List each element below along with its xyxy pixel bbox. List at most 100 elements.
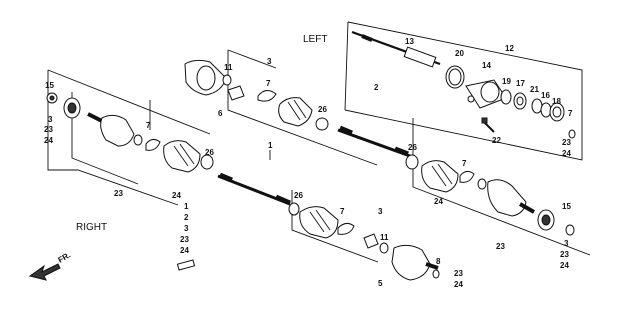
callout-12: 12: [505, 44, 514, 53]
callout-15-right: 15: [562, 202, 571, 211]
callout-25-lower: 26: [294, 191, 303, 200]
shaft-spline: [361, 34, 373, 42]
boot-left: [163, 140, 201, 173]
stack-center-23: 23: [180, 235, 189, 244]
callout-23-right-stack: 23: [560, 250, 569, 259]
front-arrow-icon: [28, 263, 61, 281]
snap-ring-20-inner: [448, 68, 462, 86]
outer-frame-left-top: [47, 69, 211, 135]
callout-7-top: 7: [568, 109, 573, 118]
boot-band-25-lower: [288, 202, 300, 216]
dust-seal-right-inner: [541, 214, 551, 226]
callout-2: 2: [374, 83, 379, 92]
seal-18-inner: [552, 106, 562, 118]
clip-7-lower: [432, 269, 440, 279]
callout-8-lower: 7: [340, 207, 345, 216]
outboard-joint-right: [487, 179, 527, 217]
bearing-17-inner: [516, 96, 524, 106]
boot-band-25-top: [315, 117, 329, 131]
right-side-label: RIGHT: [76, 222, 107, 233]
callout-3-right: 3: [564, 239, 569, 248]
callout-24-right-stack: 24: [560, 261, 569, 270]
half-shaft-1-spline-b: [275, 194, 291, 206]
callout-3-top: 3: [267, 57, 272, 66]
boot-lower: [299, 206, 339, 239]
outboard-stub-right: [519, 202, 535, 214]
callout-13: 13: [405, 37, 414, 46]
callout-20: 20: [455, 49, 464, 58]
shaft-spline-end: [403, 46, 437, 68]
ring-16: [540, 102, 552, 118]
half-shaft-1-spline-a: [219, 172, 233, 183]
callout-15-left: 15: [45, 81, 54, 90]
callout-25-left: 26: [205, 148, 214, 157]
spider-lower: [363, 233, 379, 249]
boot-left-rib2: [179, 143, 195, 165]
boot-lower-rib1: [309, 211, 325, 233]
callout-23-left: 23: [44, 125, 53, 134]
support-bolt-hole: [467, 95, 475, 103]
callout-21: 21: [530, 85, 539, 94]
callout-6: 6: [218, 109, 223, 118]
callout-19: 19: [502, 77, 511, 86]
callout-18: 18: [552, 97, 561, 106]
ring-26-right: [477, 178, 487, 190]
boot-band-25-left: [200, 154, 214, 170]
set-ring-11-lower: [379, 242, 389, 254]
callout-22: 22: [492, 136, 501, 145]
callout-3-left: 3: [48, 115, 53, 124]
bearing-support-bore: [480, 81, 500, 103]
spindle-nut-left-center: [49, 95, 55, 101]
stack-center-2: 2: [184, 213, 189, 222]
callout-14: 14: [482, 61, 491, 70]
boot-band-8-right: [459, 170, 475, 183]
outboard-joint-left: [100, 114, 135, 147]
stack-center-24: 24: [180, 246, 189, 255]
callout-11-lower: 11: [380, 233, 389, 242]
boot-band-8-top: [257, 90, 277, 102]
bolt-22: [483, 121, 495, 133]
boot-band-25-right: [405, 154, 419, 170]
front-direction-label: FR.: [57, 250, 73, 264]
callout-23-right: 23: [496, 242, 505, 251]
callout-24-top-right: 24: [562, 149, 571, 158]
callout-23-left-lower: 23: [114, 189, 123, 198]
callout-7-lower: 8: [436, 257, 441, 266]
callout-16: 16: [541, 91, 550, 100]
half-shaft-2-spline-b: [394, 146, 409, 157]
dust-seal-left-inner: [67, 102, 77, 114]
inboard-joint-lower: [391, 244, 431, 281]
callout-24-right: 24: [434, 197, 443, 206]
callout-5: 5: [378, 279, 383, 288]
stack-center-1: 1: [184, 202, 189, 211]
boot-band-8-lower: [337, 222, 355, 235]
callout-25-top: 26: [318, 105, 327, 114]
right-group-frame: [412, 118, 591, 256]
bolt-22-head: [481, 117, 488, 124]
callout-8-right: 7: [462, 159, 467, 168]
ring-21: [531, 98, 543, 114]
callout-24-left: 24: [44, 136, 53, 145]
boot-upper-rib2: [293, 99, 307, 119]
set-ring-11-top: [222, 74, 232, 86]
left-group-frame-edge: [344, 21, 349, 111]
callout-23-top-right: 23: [562, 138, 571, 147]
callout-11-top: 11: [224, 63, 233, 72]
half-shaft-2-spline-a: [339, 125, 353, 136]
group-6-frame: [227, 50, 378, 166]
callout-17: 17: [516, 79, 525, 88]
boot-left-rib1: [173, 145, 189, 167]
callout-8-top: 7: [266, 79, 271, 88]
clip-7-loose: [176, 259, 196, 271]
boot-upper: [278, 97, 313, 127]
boot-lower-rib2: [315, 209, 331, 231]
boot-right: [421, 160, 459, 193]
callout-24-bottom: 24: [454, 280, 463, 289]
left-group-frame: [344, 21, 583, 161]
spindle-nut-right: [565, 224, 575, 236]
callout-3-lower: 3: [378, 207, 383, 216]
callout-23-bottom: 23: [454, 269, 463, 278]
boot-right-rib1: [431, 165, 447, 187]
boot-band-8-left: [145, 138, 161, 151]
callout-24-left-lower: 24: [172, 191, 181, 200]
